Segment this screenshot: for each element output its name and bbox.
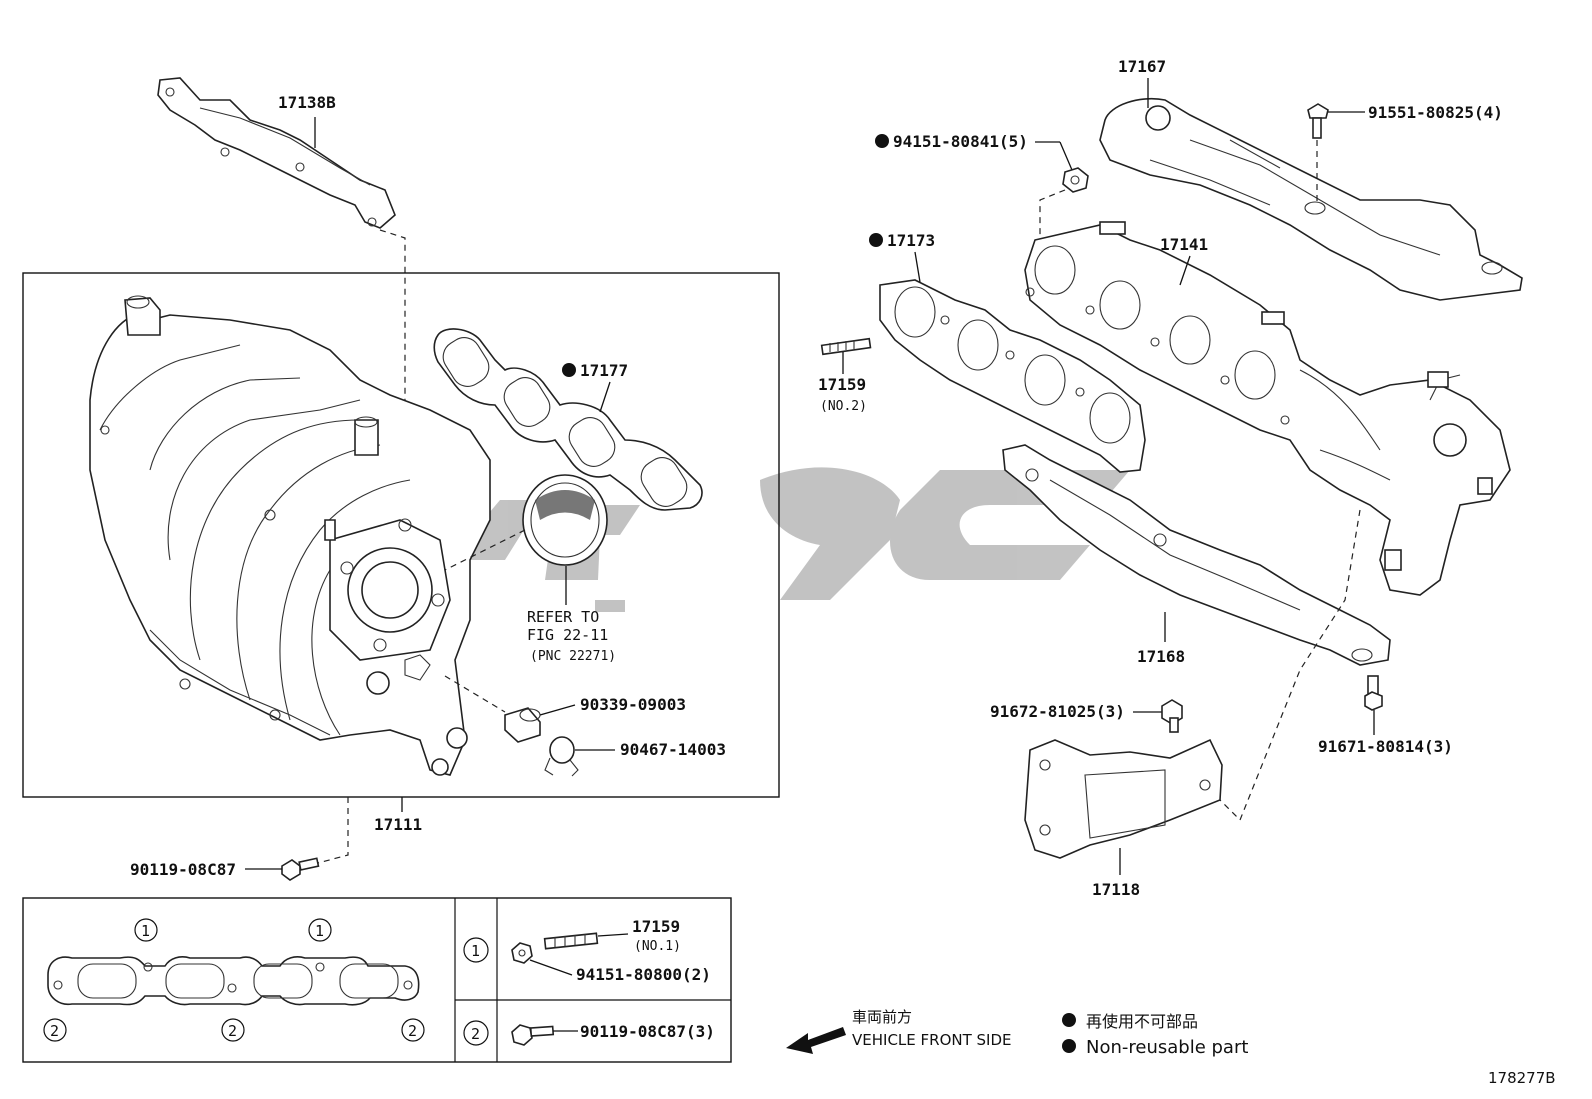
svg-text:2: 2 bbox=[50, 1022, 59, 1040]
label-17177: 17177 bbox=[580, 361, 628, 380]
label-94151-80841: 94151-80841(5) bbox=[893, 132, 1028, 151]
label-17138B: 17138B bbox=[278, 93, 336, 112]
svg-text:1: 1 bbox=[141, 922, 150, 940]
inset-marker-2a: 2 bbox=[43, 1018, 67, 1042]
inset-marker-2c: 2 bbox=[401, 1018, 425, 1042]
intake-manifold-17111[interactable] bbox=[89, 295, 491, 776]
nut-94151-80800[interactable] bbox=[511, 942, 533, 964]
bracket-17138B[interactable] bbox=[157, 77, 396, 229]
label-17118: 17118 bbox=[1092, 880, 1140, 899]
diagram-id: 178277B bbox=[1488, 1069, 1556, 1087]
legend-front-jp: 車両前方 bbox=[852, 1008, 912, 1026]
label-91671-80814: 91671-80814(3) bbox=[1318, 737, 1453, 756]
label-17159-no2: 17159 bbox=[818, 375, 866, 394]
cap-90339-09003[interactable] bbox=[504, 707, 541, 743]
svg-text:1: 1 bbox=[315, 922, 324, 940]
legend-nonreusable-en: Non-reusable part bbox=[1086, 1037, 1248, 1058]
label-17168: 17168 bbox=[1137, 647, 1185, 666]
inset-row2-marker: 2 bbox=[463, 1020, 489, 1046]
vehicle-front-arrow-icon bbox=[786, 1027, 846, 1054]
inset-marker-1b: 1 bbox=[308, 918, 332, 942]
heat-insulator-17168[interactable] bbox=[1002, 444, 1391, 666]
throttle-body-gasket[interactable] bbox=[522, 474, 608, 566]
legend-dot-icon-1 bbox=[1062, 1013, 1076, 1027]
refer-line-1: REFER TO bbox=[527, 608, 599, 626]
label-90467-14003: 90467-14003 bbox=[620, 740, 726, 759]
exhaust-manifold-17141[interactable] bbox=[1024, 221, 1511, 596]
gasket-17177[interactable] bbox=[433, 328, 703, 512]
inset-marker-1a: 1 bbox=[134, 918, 158, 942]
label-17159-no1: 17159 bbox=[632, 917, 680, 936]
label-91551-80825: 91551-80825(4) bbox=[1368, 103, 1503, 122]
stud-17159-no2[interactable] bbox=[820, 337, 872, 356]
nonreusable-dot-94151-80841 bbox=[875, 134, 889, 148]
nonreusable-dot-17173 bbox=[869, 233, 883, 247]
svg-text:2: 2 bbox=[408, 1022, 417, 1040]
nut-94151-80841[interactable] bbox=[1062, 167, 1089, 193]
inset-gasket-drawing bbox=[47, 956, 420, 1006]
bolt-91551-80825[interactable] bbox=[1307, 103, 1329, 139]
refer-line-2: FIG 22-11 bbox=[527, 626, 608, 644]
label-90119-08C87: 90119-08C87 bbox=[130, 860, 236, 879]
label-17111: 17111 bbox=[374, 815, 422, 834]
label-17159-no1-sub: (NO.1) bbox=[634, 939, 681, 954]
inset-row1-marker: 1 bbox=[463, 937, 489, 963]
gasket-17173[interactable] bbox=[879, 279, 1146, 473]
inset-frame bbox=[22, 897, 732, 1063]
svg-text:1: 1 bbox=[471, 942, 480, 960]
label-91672-81025: 91672-81025(3) bbox=[990, 702, 1125, 721]
label-17173: 17173 bbox=[887, 231, 935, 250]
refer-line-3: (PNC 22271) bbox=[530, 649, 616, 664]
label-90119-08C87-inset: 90119-08C87(3) bbox=[580, 1022, 715, 1041]
stud-17159-no1[interactable] bbox=[543, 932, 599, 950]
label-90339-09003: 90339-09003 bbox=[580, 695, 686, 714]
label-94151-80800: 94151-80800(2) bbox=[576, 965, 711, 984]
nonreusable-dot-17177 bbox=[562, 363, 576, 377]
intake-manifold-frame bbox=[22, 272, 780, 798]
label-17167: 17167 bbox=[1118, 57, 1166, 76]
heat-insulator-17167[interactable] bbox=[1099, 97, 1523, 301]
legend-nonreusable-jp: 再使用不可部品 bbox=[1086, 1012, 1198, 1031]
svg-text:2: 2 bbox=[471, 1025, 480, 1043]
bolt-90119-08C87[interactable] bbox=[281, 857, 320, 881]
bracket-17118[interactable] bbox=[1024, 738, 1223, 859]
clamp-90467-14003[interactable] bbox=[544, 736, 579, 777]
inset-marker-2b: 2 bbox=[221, 1018, 245, 1042]
label-17141: 17141 bbox=[1160, 235, 1208, 254]
label-17159-no2-sub: (NO.2) bbox=[820, 399, 867, 414]
bolt-91672-81025[interactable] bbox=[1161, 699, 1183, 733]
legend-dot-icon-2 bbox=[1062, 1039, 1076, 1053]
svg-text:2: 2 bbox=[228, 1022, 237, 1040]
legend-front-en: VEHICLE FRONT SIDE bbox=[852, 1031, 1012, 1049]
bolt-91671-80814[interactable] bbox=[1364, 675, 1383, 711]
bolt-90119-08C87-inset[interactable] bbox=[511, 1024, 555, 1046]
